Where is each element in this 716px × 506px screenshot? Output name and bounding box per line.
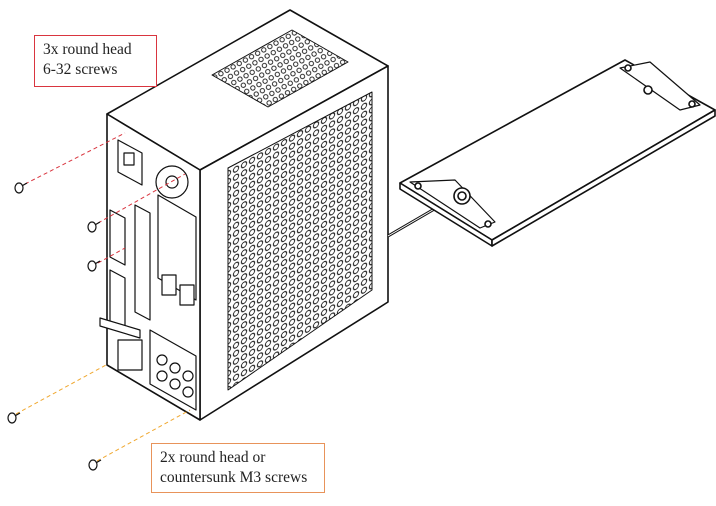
red-guide-lines	[24, 132, 186, 264]
screw-icon	[87, 260, 101, 272]
screw-icon	[7, 412, 21, 424]
callout-line: 2x round head or	[160, 449, 266, 466]
computer-chassis	[99, 9, 389, 421]
callout-m3-screws: 2x round head or countersunk M3 screws	[151, 443, 325, 493]
bracket-front	[409, 179, 496, 229]
callout-line: 6-32 screws	[43, 61, 118, 78]
side-perforation	[227, 91, 373, 391]
callout-6-32-screws: 3x round head 6-32 screws	[34, 35, 157, 87]
callout-line: countersunk M3 screws	[160, 469, 308, 486]
screw-icon	[88, 459, 102, 471]
orange-guide-lines	[15, 364, 191, 462]
callout-line: 3x round head	[43, 41, 132, 58]
screw-icon	[87, 221, 101, 233]
mounting-plate	[399, 59, 716, 247]
top-vent	[211, 29, 349, 108]
bracket-rear	[619, 61, 701, 111]
rear-io-ports	[99, 139, 197, 411]
screw-icon	[14, 182, 28, 194]
